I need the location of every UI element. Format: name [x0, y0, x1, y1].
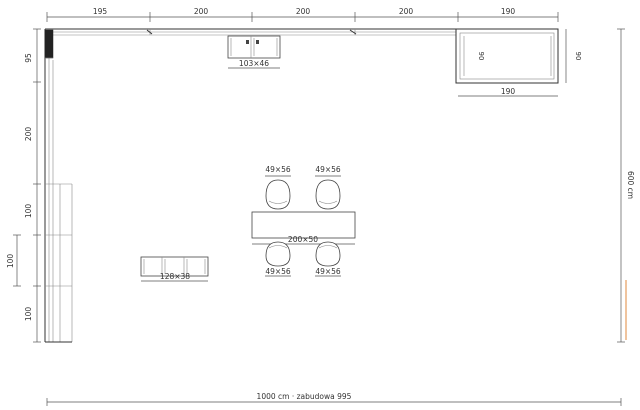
- fridge-handle: [256, 40, 259, 44]
- bottom-total-label: 1000 cm · zabudowa 995: [257, 392, 352, 401]
- sofa: 128×38: [140, 256, 209, 282]
- top-cabinet-run: [45, 28, 457, 36]
- left-dim-label: 100: [24, 307, 33, 322]
- chair: 49×56: [315, 165, 341, 210]
- sofa-size-label: 128×38: [160, 272, 190, 281]
- left-corner-block: [44, 29, 54, 59]
- top-dim-label: 200: [399, 7, 414, 16]
- chair-size-label: 49×56: [265, 165, 291, 174]
- right-corner-unit: 90 90 190: [455, 28, 582, 97]
- top-dim-label: 190: [501, 7, 516, 16]
- chair-size-label: 49×56: [315, 165, 341, 174]
- chair-size-label: 49×56: [265, 267, 291, 276]
- left-cabinet-run: [44, 29, 73, 343]
- left-dim-label: 100: [24, 204, 33, 219]
- left-dimension-line: 95 200 100 100: [24, 28, 41, 343]
- top-dim-label: 200: [194, 7, 209, 16]
- chair: 49×56: [265, 241, 291, 277]
- right-dimension-line: 600 cm: [617, 28, 635, 343]
- right-unit-bottom-label: 190: [501, 87, 516, 96]
- left-dim-label: 200: [24, 127, 33, 142]
- fridge-handle: [246, 40, 249, 44]
- left-outer-dimension-line: 100: [6, 234, 21, 287]
- chair-size-label: 49×56: [315, 267, 341, 276]
- fridge-unit: 103×46: [227, 35, 281, 69]
- dining-table: 200×50: [251, 211, 356, 245]
- chair: 49×56: [315, 241, 341, 277]
- left-dim-label: 95: [24, 53, 33, 63]
- top-dim-label: 200: [296, 7, 311, 16]
- right-unit-side-label: 90: [477, 52, 485, 61]
- bottom-dimension-line: 1000 cm · zabudowa 995: [46, 392, 622, 406]
- top-dimension-line: 195 200 200 200 190: [46, 7, 559, 22]
- right-unit-side-label: 90: [574, 52, 582, 61]
- right-total-label: 600 cm: [626, 171, 635, 199]
- left-outer-dim-label: 100: [6, 254, 15, 269]
- top-dim-label: 195: [93, 7, 108, 16]
- fridge-size-label: 103×46: [239, 59, 269, 68]
- chair: 49×56: [265, 165, 291, 210]
- table-size-label: 200×50: [288, 235, 318, 244]
